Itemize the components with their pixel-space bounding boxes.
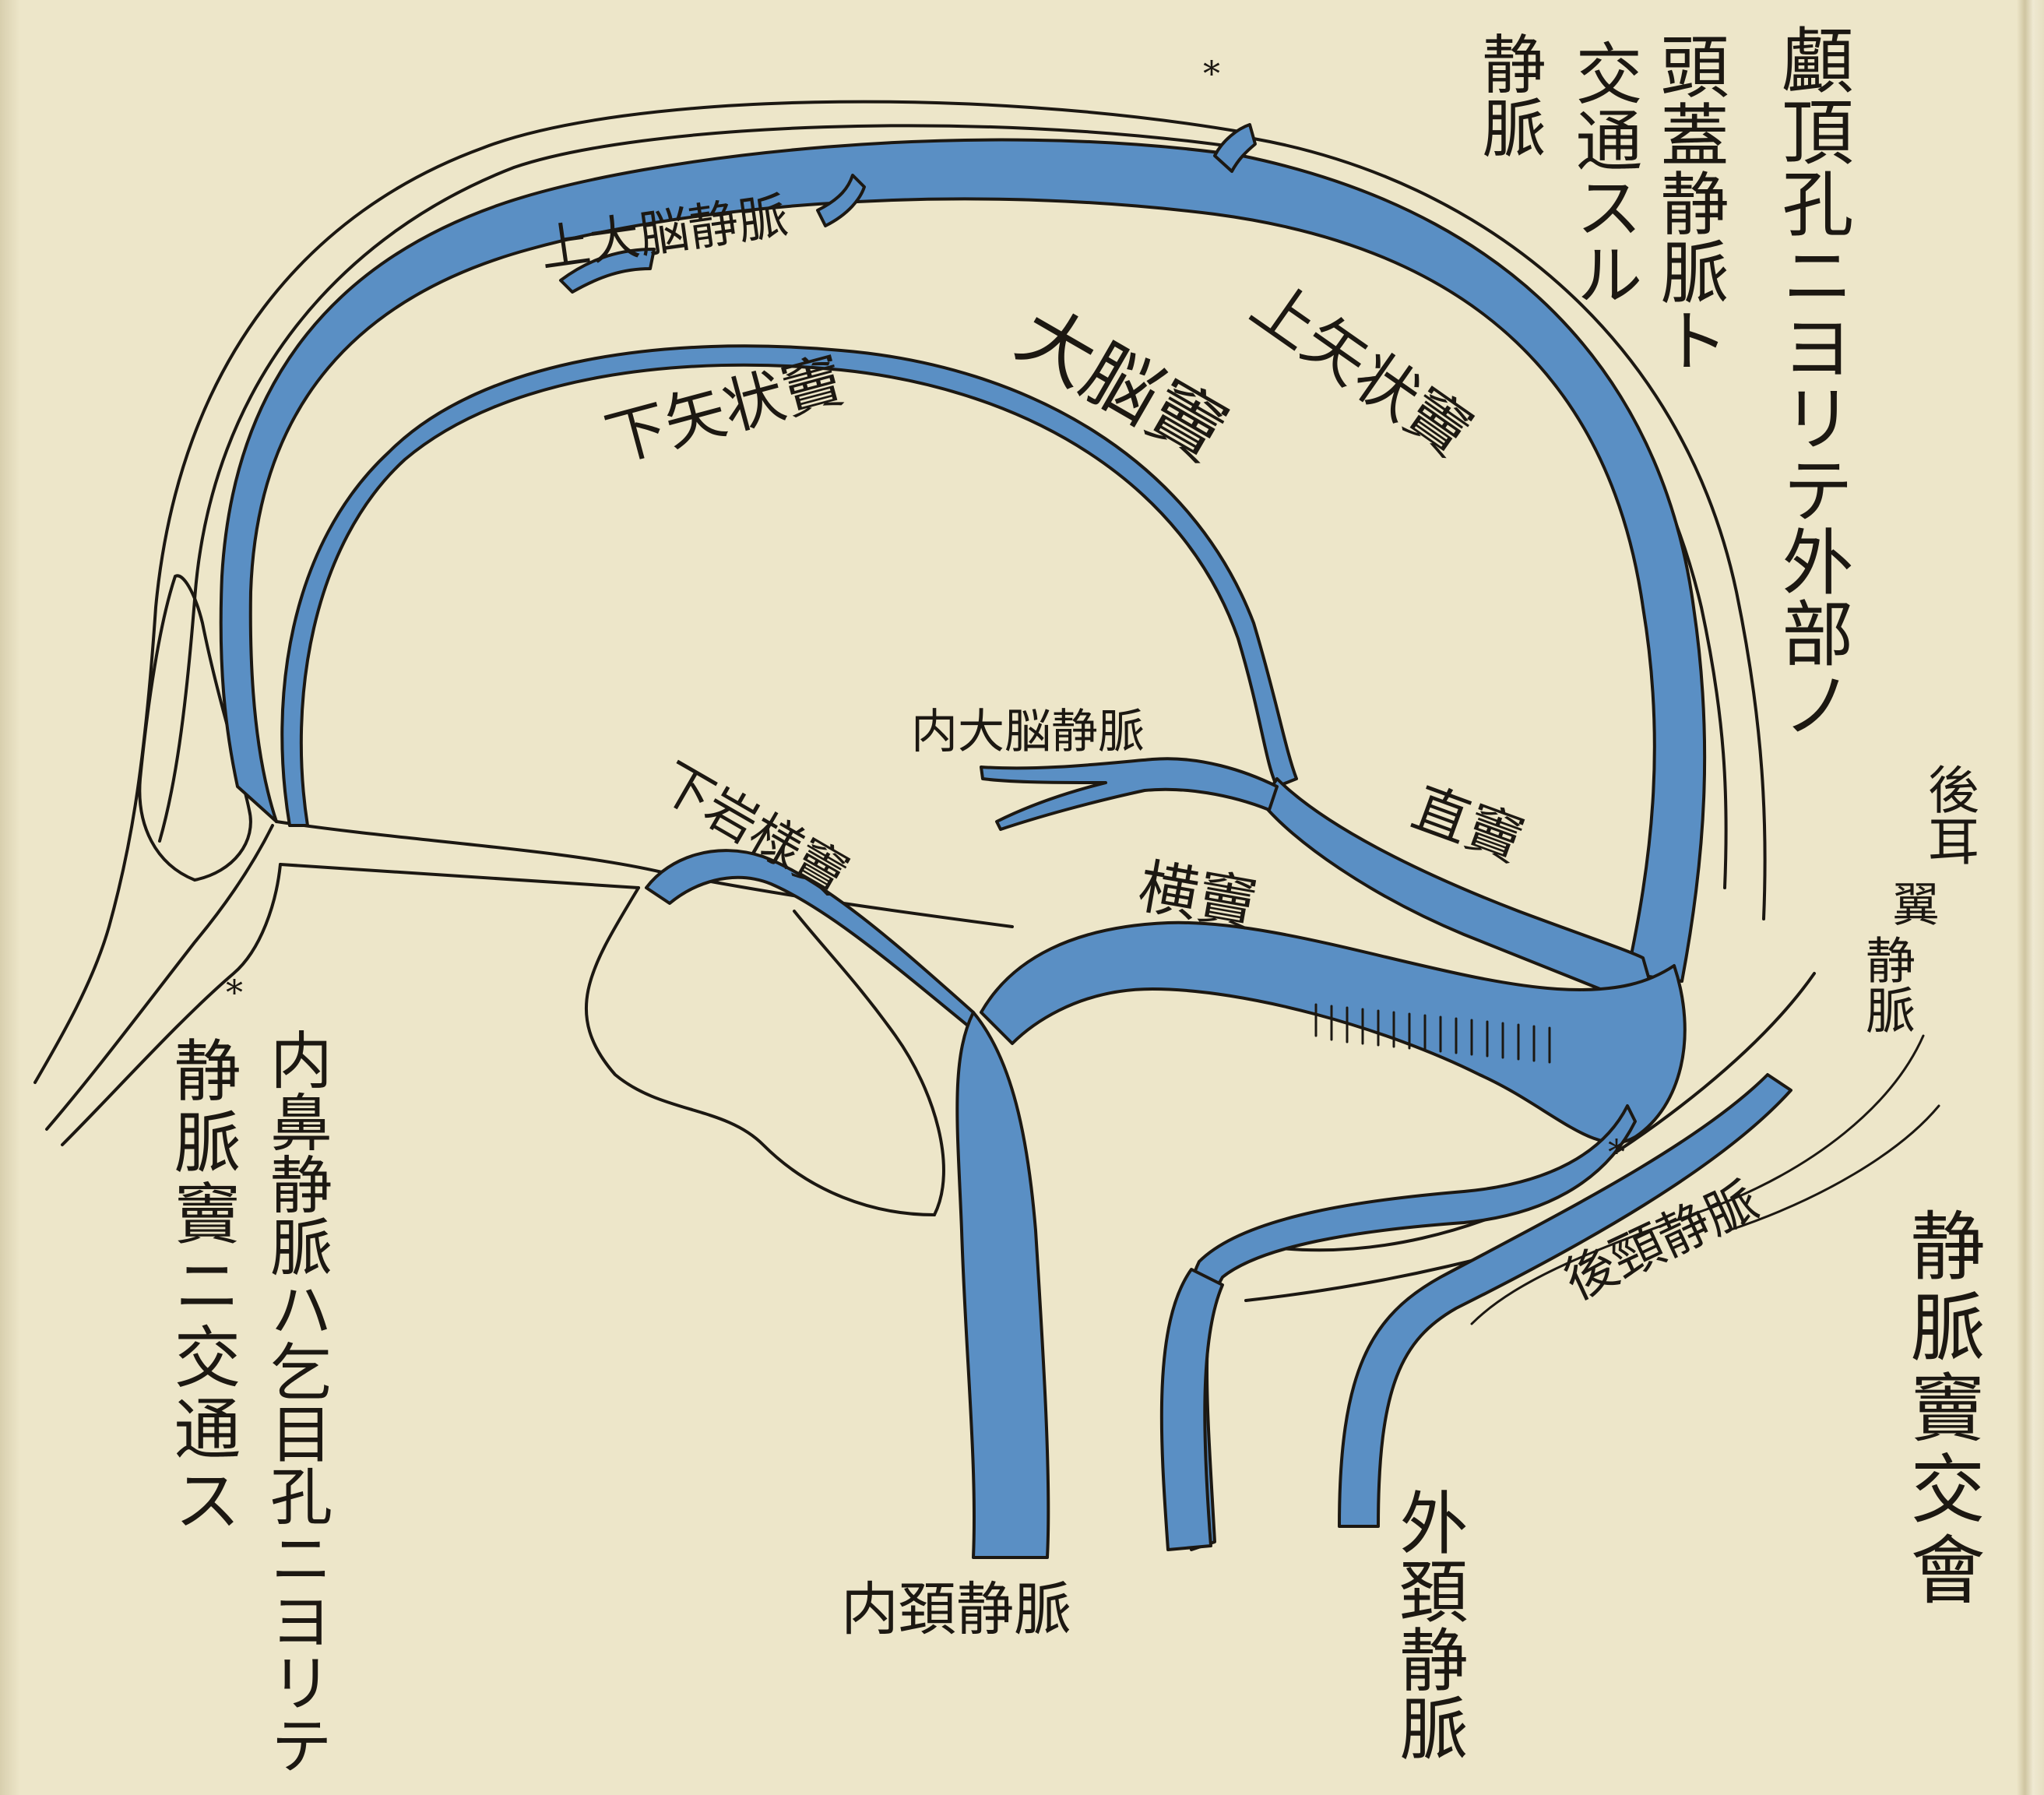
label-posterior-auricular-circled: 翼 [1888, 880, 1935, 927]
label-nasal-note-col1: 内鼻静脈ハ乞目孔ニヨリテ [265, 1028, 327, 1776]
label-emissary-col1: 顱頂孔ニヨリテ外部ノ [1775, 23, 1847, 740]
temporal-outline [586, 888, 944, 1215]
internal-cerebral-vein-vessel [981, 758, 1277, 829]
asterisk-mark-top: * [1203, 55, 1220, 94]
internal-jugular-vein-vessel [957, 1012, 1048, 1557]
label-emissary-col3: 交通スル [1569, 39, 1636, 307]
label-confluence-note: 静脈竇交會 [1904, 1207, 1979, 1612]
label-nasal-note-col2: 静脈竇ニ交通ス [167, 1036, 234, 1537]
posterior-cervical-vein-vessel [1339, 1075, 1791, 1526]
label-internal-cerebral-vein: 内大脳静脈 [911, 709, 1145, 755]
label-posterior-auricular-col1: 後耳 [1923, 763, 1975, 866]
label-posterior-auricular-col2: 静脈 [1861, 934, 1911, 1034]
label-emissary-col4: 静脈 [1476, 31, 1539, 159]
tentorium-line [276, 822, 1012, 927]
asterisk-mark-confluence: * [1608, 1133, 1625, 1173]
label-external-jugular-vein: 外頚静脈 [1394, 1487, 1462, 1762]
label-internal-jugular-vein: 内頚静脈 [841, 1581, 1071, 1638]
tentorium-line-2 [280, 864, 639, 888]
asterisk-mark-left: * [226, 973, 243, 1013]
label-emissary-col2: 頭蓋静脈ト [1655, 31, 1723, 374]
